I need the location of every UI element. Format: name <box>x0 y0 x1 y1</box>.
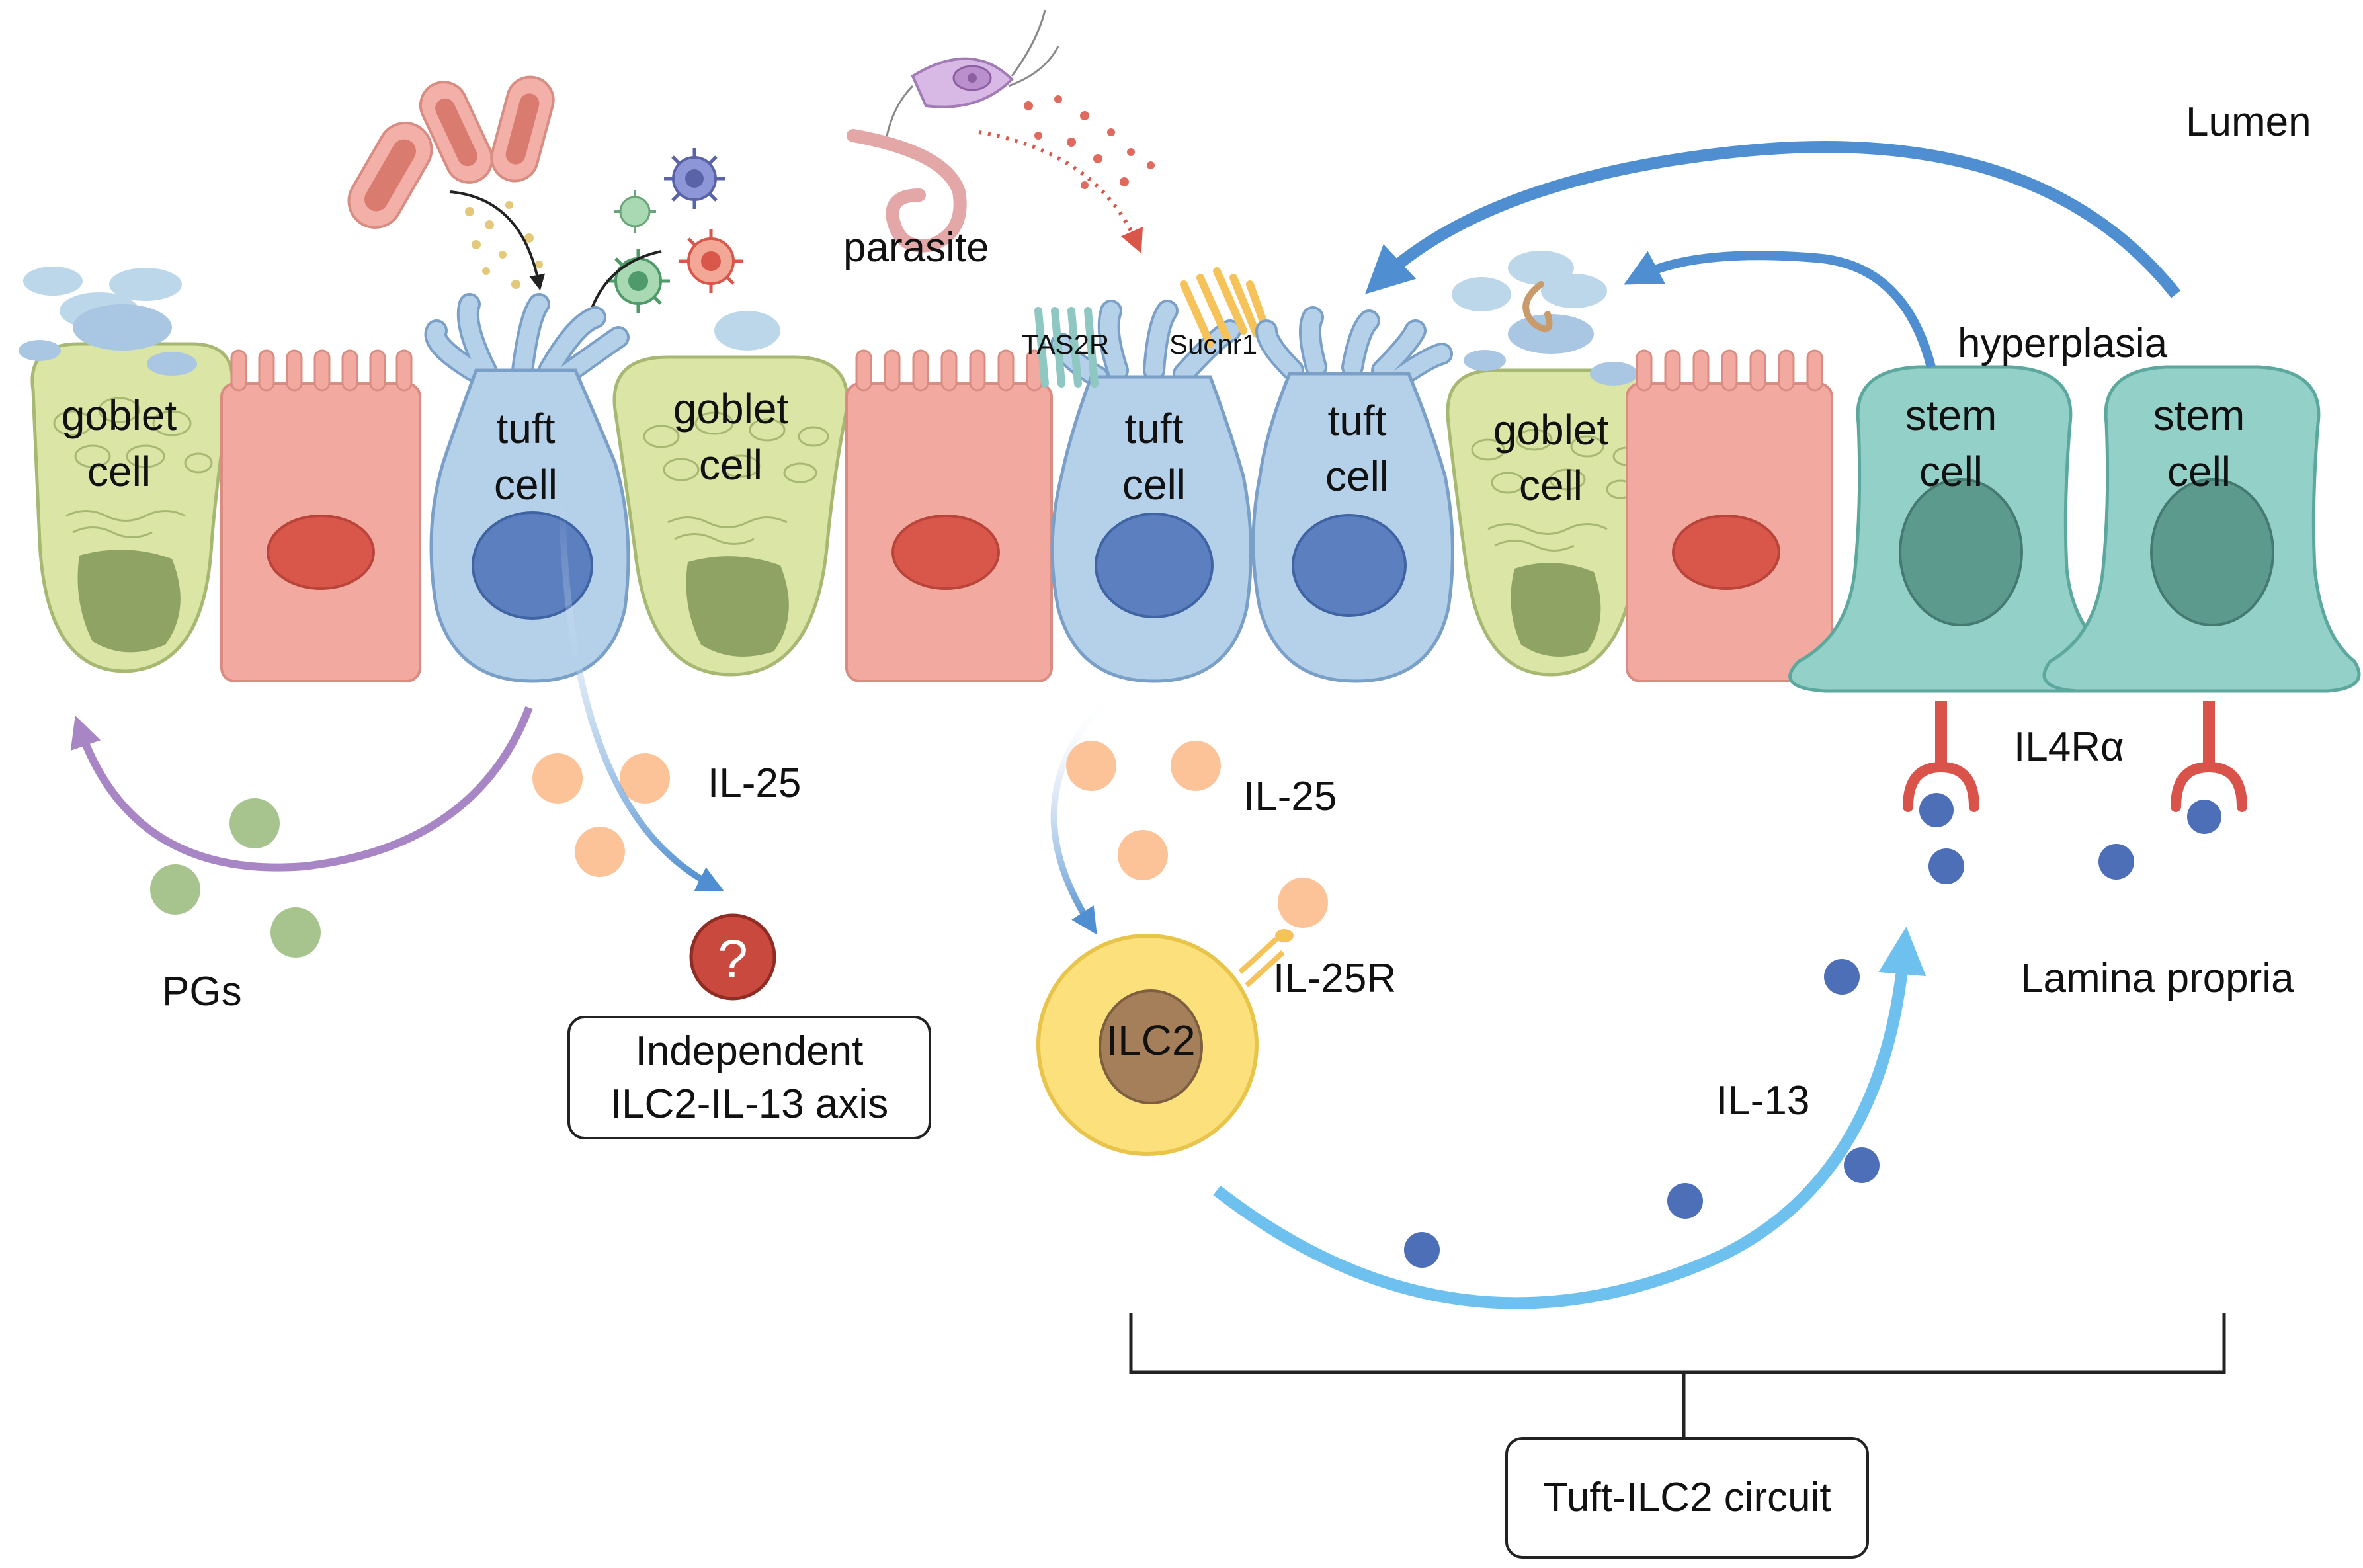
tas2r-label: TAS2R <box>1022 329 1109 360</box>
il13-molecules <box>1404 844 2134 1268</box>
il25-label-mid: IL-25 <box>1243 774 1337 819</box>
enterocyte-cell <box>220 349 421 682</box>
tuft-cell-label-1b: cell <box>494 461 558 509</box>
parasite-secretion-dots <box>1024 95 1155 189</box>
independent-axis-line1: Independent <box>636 1028 864 1074</box>
stem-cell-label-1b: cell <box>1919 448 1983 495</box>
goblet-cell-label-3b: cell <box>1519 462 1583 509</box>
bacteria-icon <box>347 75 555 229</box>
sucnr1-label: Sucnr1 <box>1169 329 1257 360</box>
il13-arrow <box>1213 927 1927 1309</box>
tuft-ilc2-circuit-label: Tuft-ILC2 circuit <box>1543 1475 1831 1520</box>
hyperplasia-arrow-short <box>1624 251 1936 368</box>
goblet-cell-label-2b: cell <box>699 441 763 489</box>
question-mark: ? <box>718 929 748 989</box>
il13-label: IL-13 <box>1716 1078 1809 1124</box>
question-icon: ? <box>689 913 776 1001</box>
hyperplasia-label: hyperplasia <box>1958 321 2168 366</box>
pgs-arrow <box>70 706 533 872</box>
goblet-cell-label-3a: goblet <box>1493 406 1609 454</box>
hyperplasia-arrow-long <box>1364 141 2181 298</box>
goblet-cell-label-1b: cell <box>87 448 151 495</box>
tuft-cell-label-3a: tuft <box>1328 397 1387 444</box>
enterocyte-cell <box>1626 349 1833 682</box>
tuft-cell-label-2b: cell <box>1122 461 1186 509</box>
goblet-cell: goblet cell <box>612 311 849 677</box>
il25-label-left: IL-25 <box>708 761 801 806</box>
tuft-ilc2-bracket <box>1129 1313 2226 1438</box>
tuft-cell-label-1a: tuft <box>497 405 556 452</box>
tuft-cell: tuft cell <box>1050 300 1253 683</box>
il25-molecules-mid <box>1066 741 1221 880</box>
virus-icon <box>606 148 743 313</box>
protozoan-parasite-icon <box>885 9 1059 140</box>
pgs-molecules <box>150 798 321 958</box>
il4ra-receptor-icon <box>2171 701 2247 834</box>
parasite-signal-arrow <box>978 130 1143 254</box>
pgs-label: PGs <box>162 969 242 1014</box>
stem-cell-label-2a: stem <box>2153 392 2245 439</box>
microbe-signal-arrow <box>449 190 546 291</box>
metabolite-dots-icon <box>465 201 543 289</box>
stem-cell-label-1a: stem <box>1905 392 1997 439</box>
goblet-cell-label-2a: goblet <box>673 385 789 433</box>
independent-axis-box: Independent ILC2-IL-13 axis <box>567 1016 931 1139</box>
tas2r-receptor-icon <box>1034 307 1099 388</box>
ilc2-label: ILC2 <box>1106 1016 1195 1064</box>
tuft-cell-label-2a: tuft <box>1125 405 1184 452</box>
tuft-ilc2-circuit-box: Tuft-ILC2 circuit <box>1505 1437 1869 1559</box>
lamina-propria-label: Lamina propria <box>2020 956 2294 1001</box>
ilc2-cell: ILC2 <box>1036 934 1259 1156</box>
stem-cell-label-2b: cell <box>2167 448 2231 495</box>
goblet-cell: goblet cell <box>1446 251 1656 677</box>
tuft-cell: tuft cell <box>424 293 630 683</box>
stem-cell: stem cell <box>1788 365 2135 693</box>
independent-axis-line2: ILC2-IL-13 axis <box>610 1081 888 1127</box>
goblet-cell-label-1a: goblet <box>62 392 177 439</box>
il25r-label: IL-25R <box>1273 956 1396 1001</box>
enterocyte-cell <box>845 349 1053 682</box>
il25r-receptor-icon <box>1238 878 1328 987</box>
stem-cell: stem cell <box>2042 365 2361 693</box>
helminth-parasite-icon <box>847 129 967 253</box>
lumen-label: Lumen <box>2186 99 2311 145</box>
il25-molecules-left <box>532 753 670 877</box>
il4ra-receptor-icon <box>1903 701 1979 827</box>
il4ra-label: IL4Rα <box>2014 724 2124 770</box>
il25-to-ilc2-arrow <box>1050 685 1120 935</box>
goblet-cell: goblet cell <box>19 267 234 673</box>
parasite-label: parasite <box>843 225 989 270</box>
tuft-cell: tuft cell <box>1251 306 1454 683</box>
il25-to-unknown-arrow <box>559 502 724 891</box>
tuft-cell-label-3b: cell <box>1325 452 1389 500</box>
